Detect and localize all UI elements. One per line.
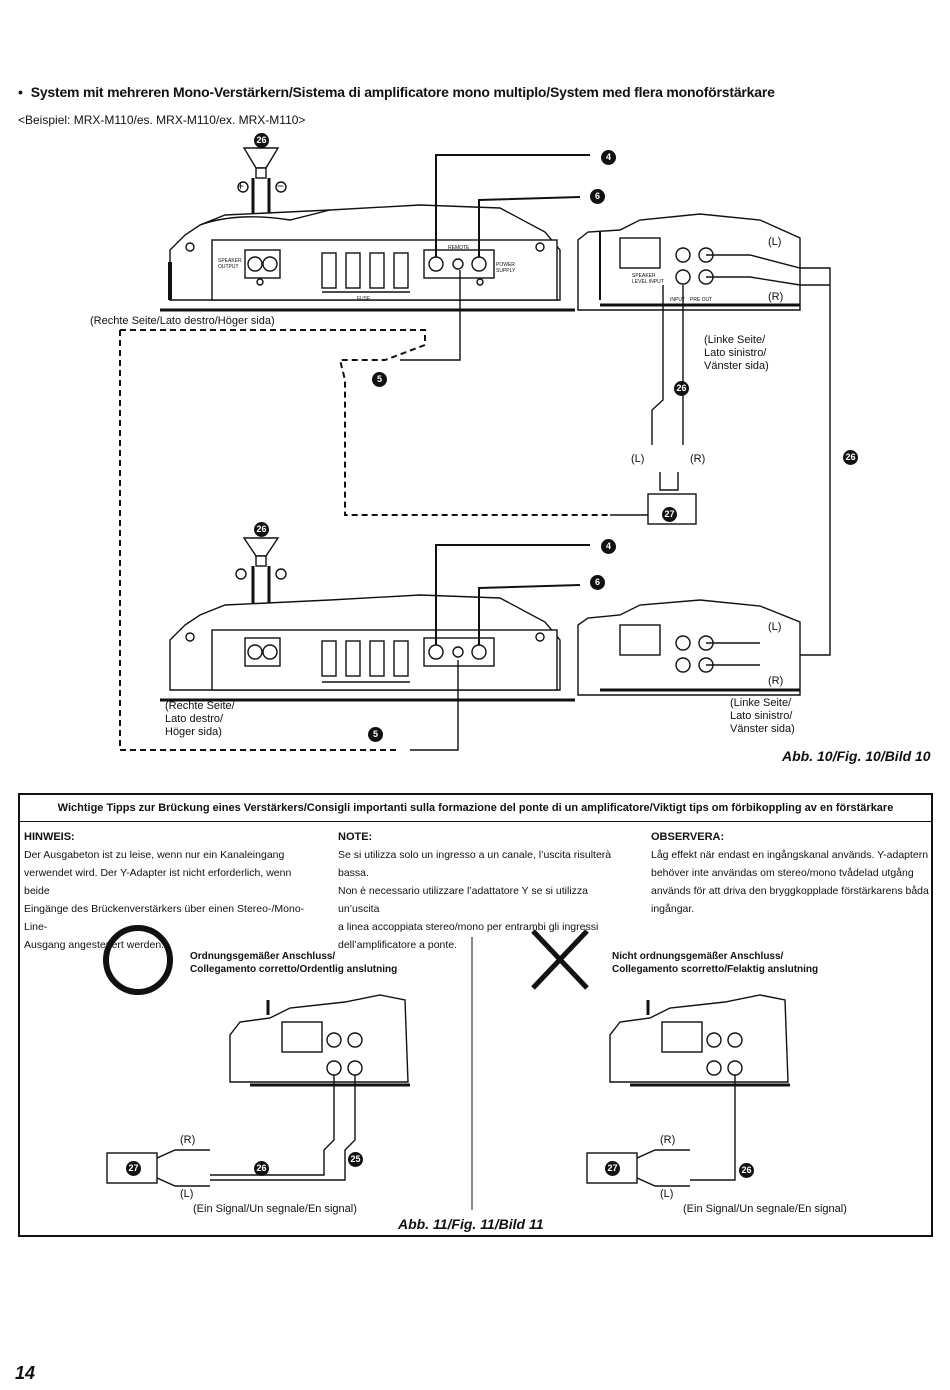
callout-27: 27 [662,507,677,522]
callout-4: 4 [601,539,616,554]
left-side-label: (Linke Seite/Lato sinistro/Vänster sida) [730,697,795,735]
callout-26: 26 [254,133,269,148]
head-unit-top-icon [577,213,801,311]
label-l: (L) [660,1188,674,1200]
tips-de-line: Ausgang angesteuert werden. [24,939,165,951]
fuse-label: FUSE [357,296,371,302]
tips-de-line: Eingänge des Brückenverstärkers über ein… [24,903,305,933]
callout-4: 4 [601,150,616,165]
bullet: • [18,84,23,100]
label-l: (L) [180,1188,194,1200]
incorrect-connection-caption: Nicht ordnungsgemäßer Anschluss/Collegam… [612,951,819,975]
section-heading: • System mit mehreren Mono-Verstärkern/Si… [18,84,775,100]
page-number: 14 [15,1363,36,1383]
label-l: (L) [631,453,645,465]
tips-de-heading: HINWEIS: [24,831,75,843]
callout-25: 25 [348,1152,363,1167]
tips-it-line: Non è necessario utilizzare l’adattatore… [338,885,588,915]
tips-sv-line: ingångar. [651,903,695,915]
incorrect-cross-icon [531,929,589,990]
tips-it-heading: NOTE: [338,831,373,843]
left-side-label: (Linke Seite/Lato sinistro/Vänster sida) [704,334,769,372]
callout-26: 26 [674,381,689,396]
correct-circle-icon [103,925,173,995]
label-r: (R) [768,675,784,687]
one-signal-label: (Ein Signal/Un segnale/En signal) [193,1203,357,1215]
minus-sign: − [277,179,285,193]
label-r: (R) [768,291,784,303]
callout-5: 5 [372,372,387,387]
tips-de: HINWEIS: Der Ausgabeton ist zu leise, we… [24,828,314,954]
tips-sv-line: behöver inte användas om stereo/mono två… [651,867,914,879]
mono-amp-bottom-icon [160,594,575,702]
speaker-bottom-icon [242,537,280,567]
label-l: (L) [768,621,782,633]
plus-sign: + [237,179,245,193]
remote-label: REMOTE [448,245,470,251]
right-side-label: (Rechte Seite/Lato destro/Höger sida) [90,315,275,327]
callout-26: 26 [254,522,269,537]
section-heading-text: System mit mehreren Mono-Verstärkern/Sis… [30,84,775,100]
tips-it-line: a linea accoppiata stereo/mono per entra… [338,921,599,933]
label-l: (L) [768,236,782,248]
right-side-label: (Rechte Seite/Lato destro/Höger sida) [165,700,235,738]
pre-out-label: PRE OUT [690,297,713,303]
example-subheading: <Beispiel: MRX-M110/es. MRX-M110/ex. MRX… [18,113,306,127]
tips-it-line: dell’amplificatore a ponte. [338,939,458,951]
mono-amp-top-icon [160,204,575,312]
figure-11-caption: Abb. 11/Fig. 11/Bild 11 [398,1216,544,1232]
label-r: (R) [180,1134,196,1146]
tips-de-line: Der Ausgabeton ist zu leise, wenn nur ei… [24,849,285,861]
head-unit-incorrect-icon [609,994,790,1087]
callout-27: 27 [605,1161,620,1176]
callout-5: 5 [368,727,383,742]
tips-it-line: Se si utilizza solo un ingresso a un can… [338,849,612,879]
callout-6: 6 [590,575,605,590]
tips-sv: OBSERVERA: Låg effekt när endast en ingå… [651,828,941,918]
correct-connection-caption: Ordnungsgemäßer Anschluss/Collegamento c… [190,951,398,975]
label-r: (R) [660,1134,676,1146]
one-signal-label: (Ein Signal/Un segnale/En signal) [683,1203,847,1215]
callout-6: 6 [590,189,605,204]
figure-10-caption: Abb. 10/Fig. 10/Bild 10 [782,748,931,764]
tips-it: NOTE: Se si utilizza solo un ingresso a … [338,828,628,954]
input-label: INPUT [670,297,685,303]
tips-box: Wichtige Tipps zur Brückung eines Verstä… [18,793,933,1237]
callout-26: 26 [254,1161,269,1176]
tips-title: Wichtige Tipps zur Brückung eines Verstä… [20,795,931,822]
callout-26: 26 [843,450,858,465]
callout-26: 26 [739,1163,754,1178]
tips-sv-line: används för att driva den bryggkopplade … [651,885,929,897]
callout-27: 27 [126,1161,141,1176]
tips-de-line: verwendet wird. Der Y-Adapter ist nicht … [24,867,292,897]
speaker-top-icon [242,147,280,179]
label-r: (R) [690,453,706,465]
tips-sv-line: Låg effekt när endast en ingångskanal an… [651,849,929,861]
head-unit-correct-icon [229,994,410,1087]
head-unit-bottom-icon [577,599,801,696]
tips-sv-heading: OBSERVERA: [651,831,725,843]
